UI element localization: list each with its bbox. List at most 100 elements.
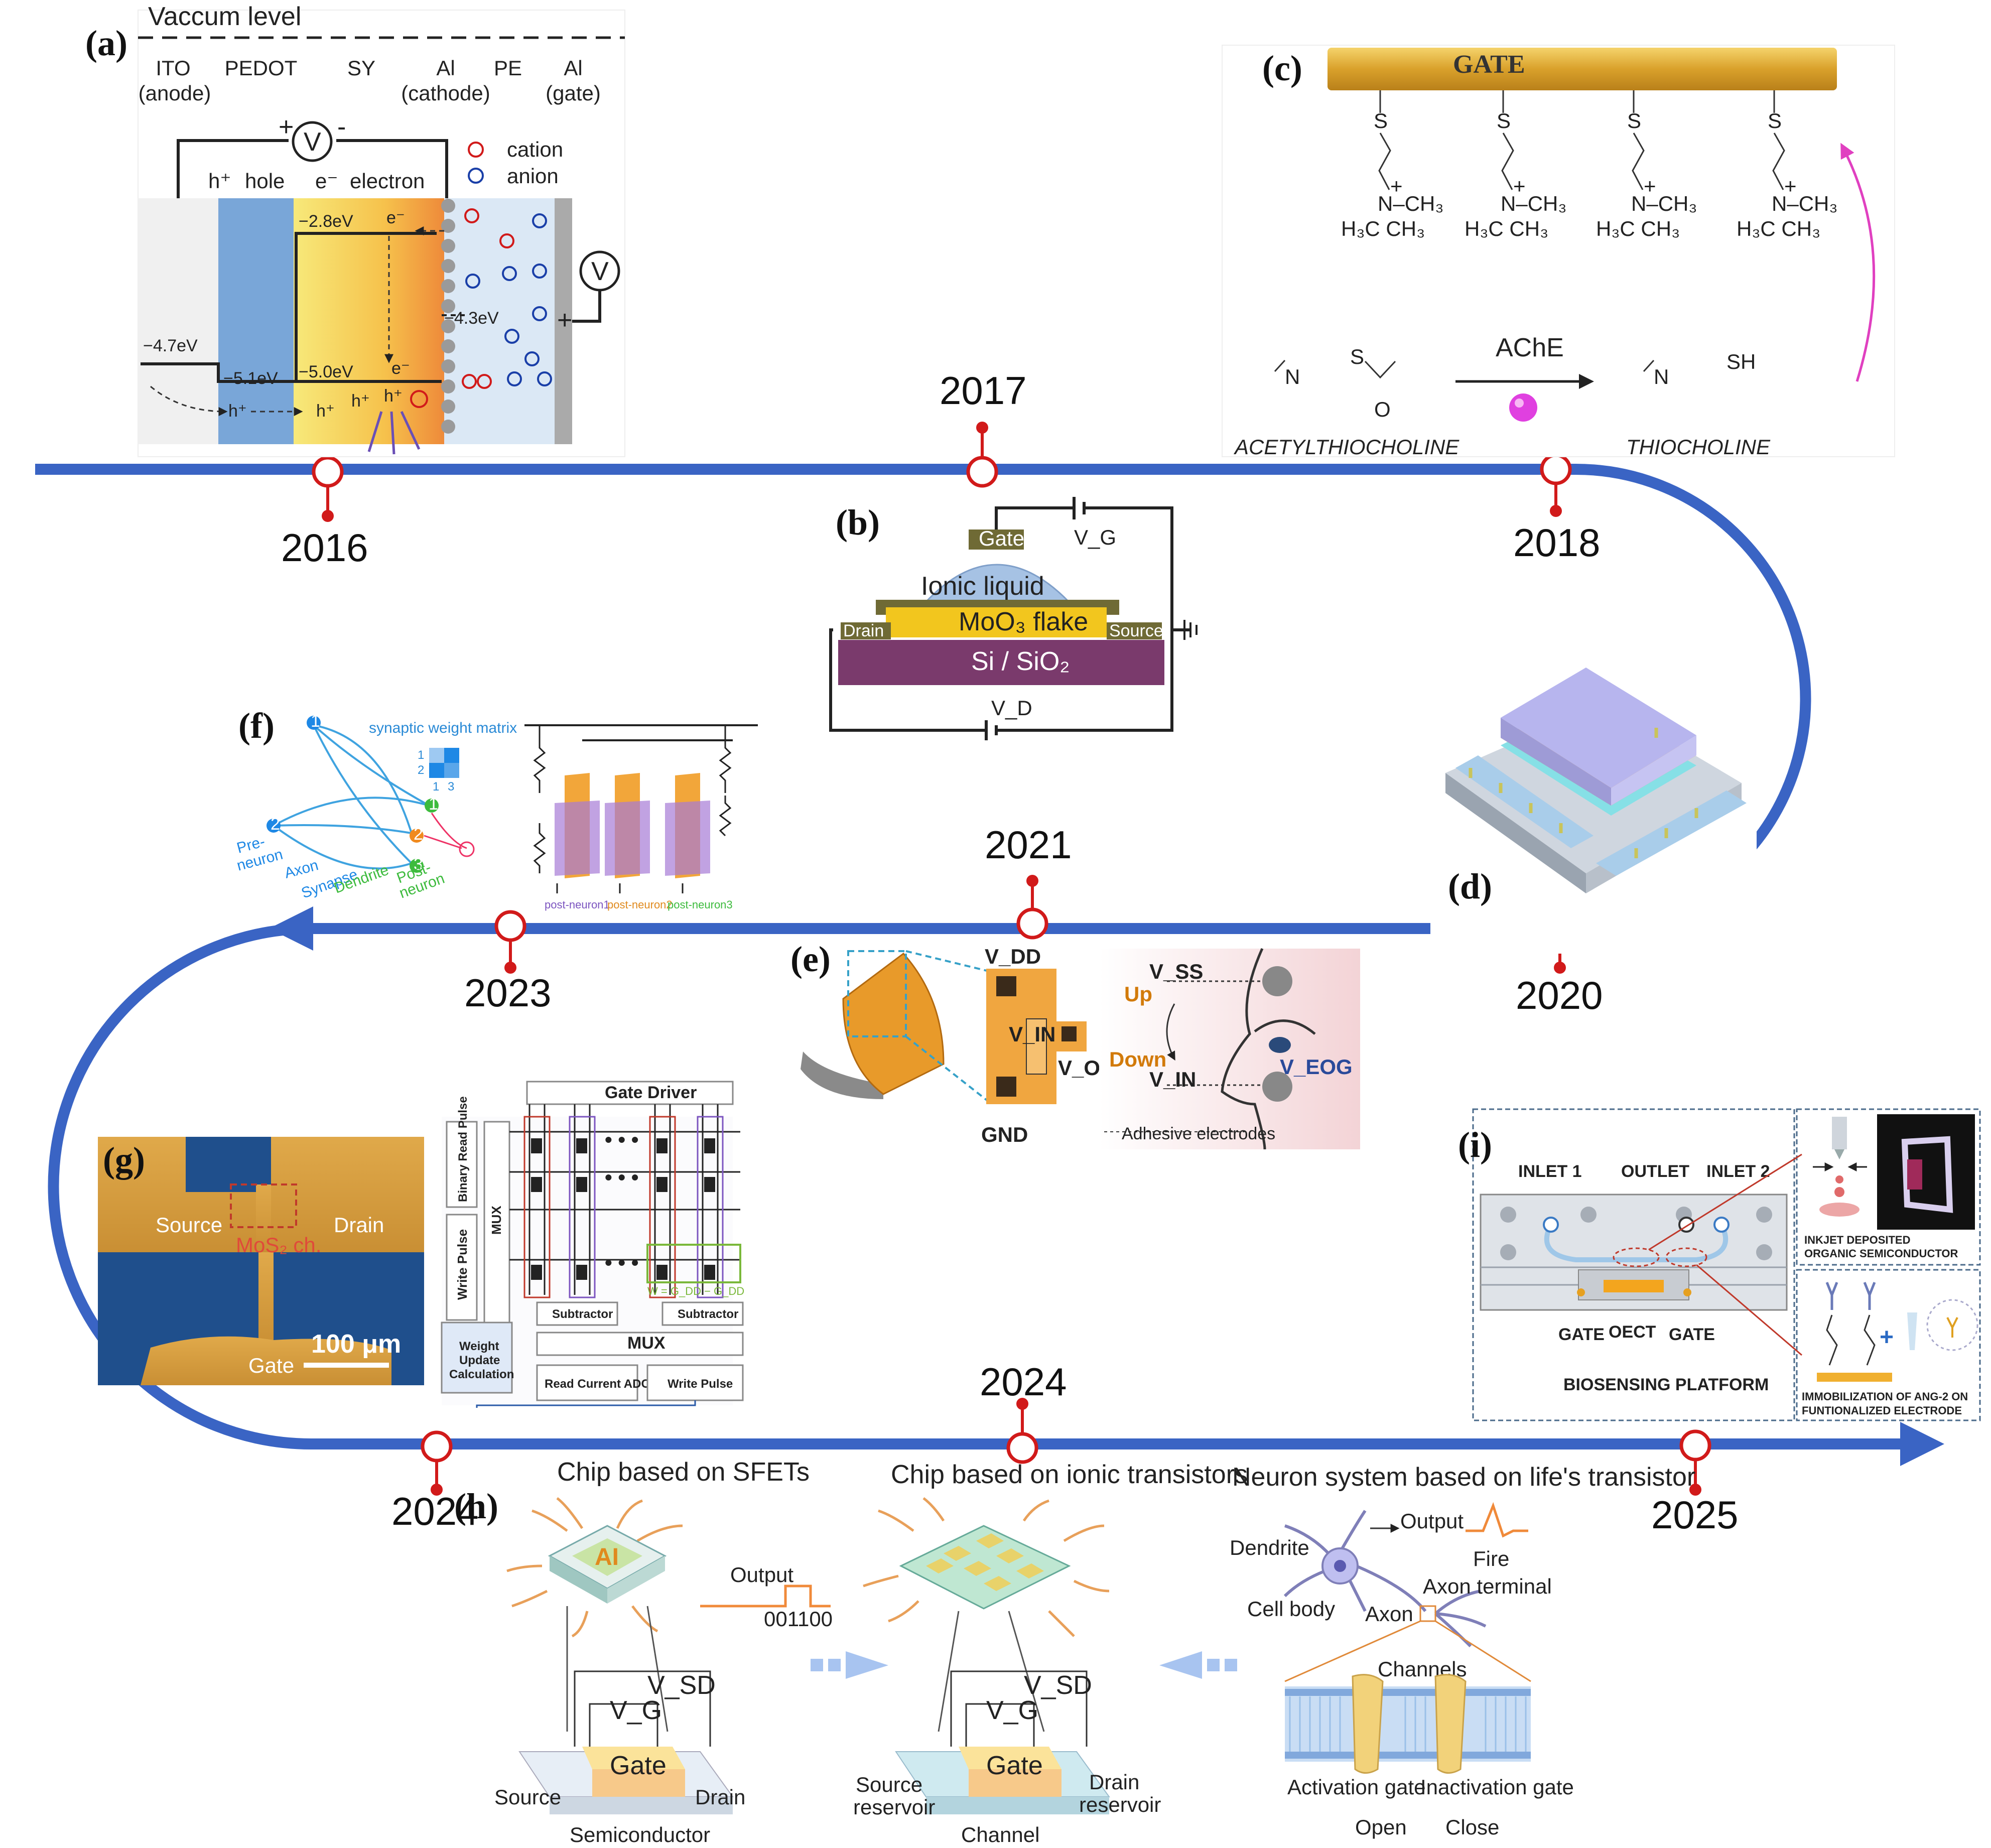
- post-node-3: [410, 859, 424, 873]
- panel-d-3d-device: (d): [1430, 668, 1757, 954]
- b-vg: V_G: [1074, 525, 1116, 549]
- mark-e2: e⁻: [391, 359, 410, 378]
- carrier-e: e⁻: [315, 169, 338, 193]
- node-l4: 2: [414, 825, 423, 844]
- c-thio: THIOCHOLINE: [1626, 435, 1771, 459]
- col-al: Al: [436, 56, 455, 80]
- panel-g-mos2: Source Drain MoS₂ ch. Gate 100 μm (g): [98, 1137, 424, 1385]
- c-lig1: N–CH₃: [1378, 192, 1443, 215]
- mark-h2: h⁺: [316, 402, 335, 421]
- i-inkjet1: INKJET DEPOSITED: [1804, 1234, 1910, 1246]
- e-electrodes: Adhesive electrodes: [1122, 1124, 1275, 1143]
- year-2023: 2023: [464, 971, 552, 1015]
- f-m4: 3: [448, 780, 454, 794]
- level-2.8: −2.8eV: [299, 212, 353, 231]
- g-mux-h: MUX: [627, 1334, 666, 1353]
- h-vg: V_G: [610, 1696, 662, 1725]
- c-acetyl: ACETYLTHIOCHOLINE: [1233, 435, 1459, 459]
- h-close: Close: [1445, 1815, 1499, 1839]
- i-immob2: FUNTIONALIZED ELECTRODE: [1802, 1404, 1962, 1417]
- h-dr-res1: Drain: [1089, 1770, 1139, 1794]
- carrier-electron: electron: [350, 169, 425, 193]
- h-gate: Gate: [610, 1751, 667, 1780]
- h-ai: AI: [595, 1544, 619, 1570]
- g-w3: Calculation: [449, 1368, 514, 1381]
- marker-2024b: [421, 1430, 453, 1496]
- thiocholine-structure: N SH THIOCHOLINE: [1626, 350, 1771, 459]
- level-4.7: −4.7eV: [143, 336, 198, 355]
- legend-cation: cation: [507, 138, 563, 161]
- i-plus: +: [1880, 1324, 1894, 1351]
- col-anode: (anode): [139, 81, 211, 105]
- c-lig2: N–CH₃: [1501, 192, 1566, 215]
- g-w2: Update: [459, 1354, 500, 1367]
- pre-node-2: [267, 819, 281, 833]
- h-gate2: Gate: [986, 1751, 1043, 1780]
- col-cathode: (cathode): [401, 81, 490, 105]
- legend-anion: anion: [507, 164, 559, 188]
- c-me3: H₃C CH₃: [1596, 217, 1680, 240]
- c-me1: H₃C CH₃: [1341, 217, 1425, 240]
- marker-2017: [966, 422, 998, 488]
- i-gate1: GATE: [1558, 1325, 1605, 1344]
- post-n2: post-neuron2: [607, 898, 673, 911]
- c-ache: AChE: [1496, 333, 1564, 362]
- node-l5: 3: [414, 855, 423, 874]
- year-2016: 2016: [281, 525, 368, 570]
- h-inact-gate: Inactivation gate: [1420, 1775, 1574, 1799]
- panel-c-label: (c): [1262, 48, 1302, 88]
- col-ito: ITO: [156, 56, 190, 80]
- b-sub: Si / SiO₂: [971, 647, 1070, 676]
- h-open: Open: [1355, 1815, 1407, 1839]
- c-me4: H₃C CH₃: [1737, 217, 1820, 240]
- a-minus: -: [337, 112, 346, 142]
- h-chip-sfet: AI Output 001100 V_SD V_G Gate Source Dr…: [494, 1497, 833, 1846]
- e-up: Up: [1124, 982, 1152, 1006]
- pre-node-1: [307, 716, 321, 730]
- c-sh: SH: [1727, 350, 1756, 373]
- i-outlet: OUTLET: [1621, 1162, 1689, 1181]
- post-n3: post-neuron3: [668, 898, 733, 911]
- c-np2: +: [1513, 174, 1526, 198]
- g-dots3: • • •: [605, 1251, 638, 1274]
- h-axon-terminal: Axon terminal: [1423, 1574, 1552, 1598]
- col-pedot: PEDOT: [225, 56, 298, 80]
- h-drain: Drain: [695, 1785, 745, 1809]
- node-l3: 1: [429, 795, 438, 814]
- col-al-gate: Al: [564, 56, 582, 80]
- c-n2: N: [1654, 365, 1669, 388]
- year-2018: 2018: [1513, 520, 1601, 565]
- node-l1: 1: [311, 712, 320, 731]
- g-source: Source: [156, 1213, 222, 1237]
- year-2024a: 2024: [980, 1360, 1067, 1404]
- g-scale: 100 μm: [311, 1330, 401, 1359]
- h-title-3: Neuron system based on life's transistor: [1232, 1463, 1695, 1492]
- panel-e-eog-sensor: (e) V_DD V_IN V_OUT GND V_SS Up Down V_I…: [790, 939, 1360, 1150]
- panel-g-schematic: Gate Driver Binary Read Pulse Write Puls…: [441, 1081, 744, 1408]
- e-down: Down: [1109, 1047, 1166, 1071]
- e-gnd: GND: [981, 1123, 1028, 1146]
- g-sub1: Subtractor: [552, 1307, 613, 1321]
- h-output: Output: [730, 1563, 793, 1587]
- panel-a-band-diagram: (a) Vaccum level ITO (anode) PEDOT SY Al…: [85, 2, 625, 457]
- c-s1: S: [1374, 109, 1388, 133]
- acetylthiocholine-structure: N S O ACETYLTHIOCHOLINE: [1233, 345, 1459, 459]
- level-5.1: −5.1eV: [223, 369, 278, 388]
- i-platform: BIOSENSING PLATFORM: [1563, 1375, 1769, 1394]
- marker-2025: [1679, 1429, 1711, 1496]
- panel-i-label: (i): [1458, 1125, 1492, 1165]
- g-mux-v: MUX: [489, 1206, 504, 1235]
- f-axon: Axon: [283, 857, 320, 882]
- mark-e1: e⁻: [386, 208, 405, 227]
- a-voltmeter: V: [304, 127, 321, 157]
- carrier-h: h⁺: [208, 169, 231, 193]
- node-l2: 2: [271, 815, 280, 834]
- h-cell-body: Cell body: [1247, 1597, 1335, 1621]
- panel-i-biosensing: (i) INLET 1 OUTLET INLET 2 GATE OECT GAT…: [1458, 1108, 1981, 1421]
- marker-2021: [1016, 875, 1048, 940]
- h-vg2: V_G: [986, 1696, 1038, 1725]
- e-veog: V_EOG: [1280, 1055, 1353, 1079]
- panel-h-label: (h): [454, 1486, 498, 1526]
- h-bits: 001100: [764, 1607, 833, 1631]
